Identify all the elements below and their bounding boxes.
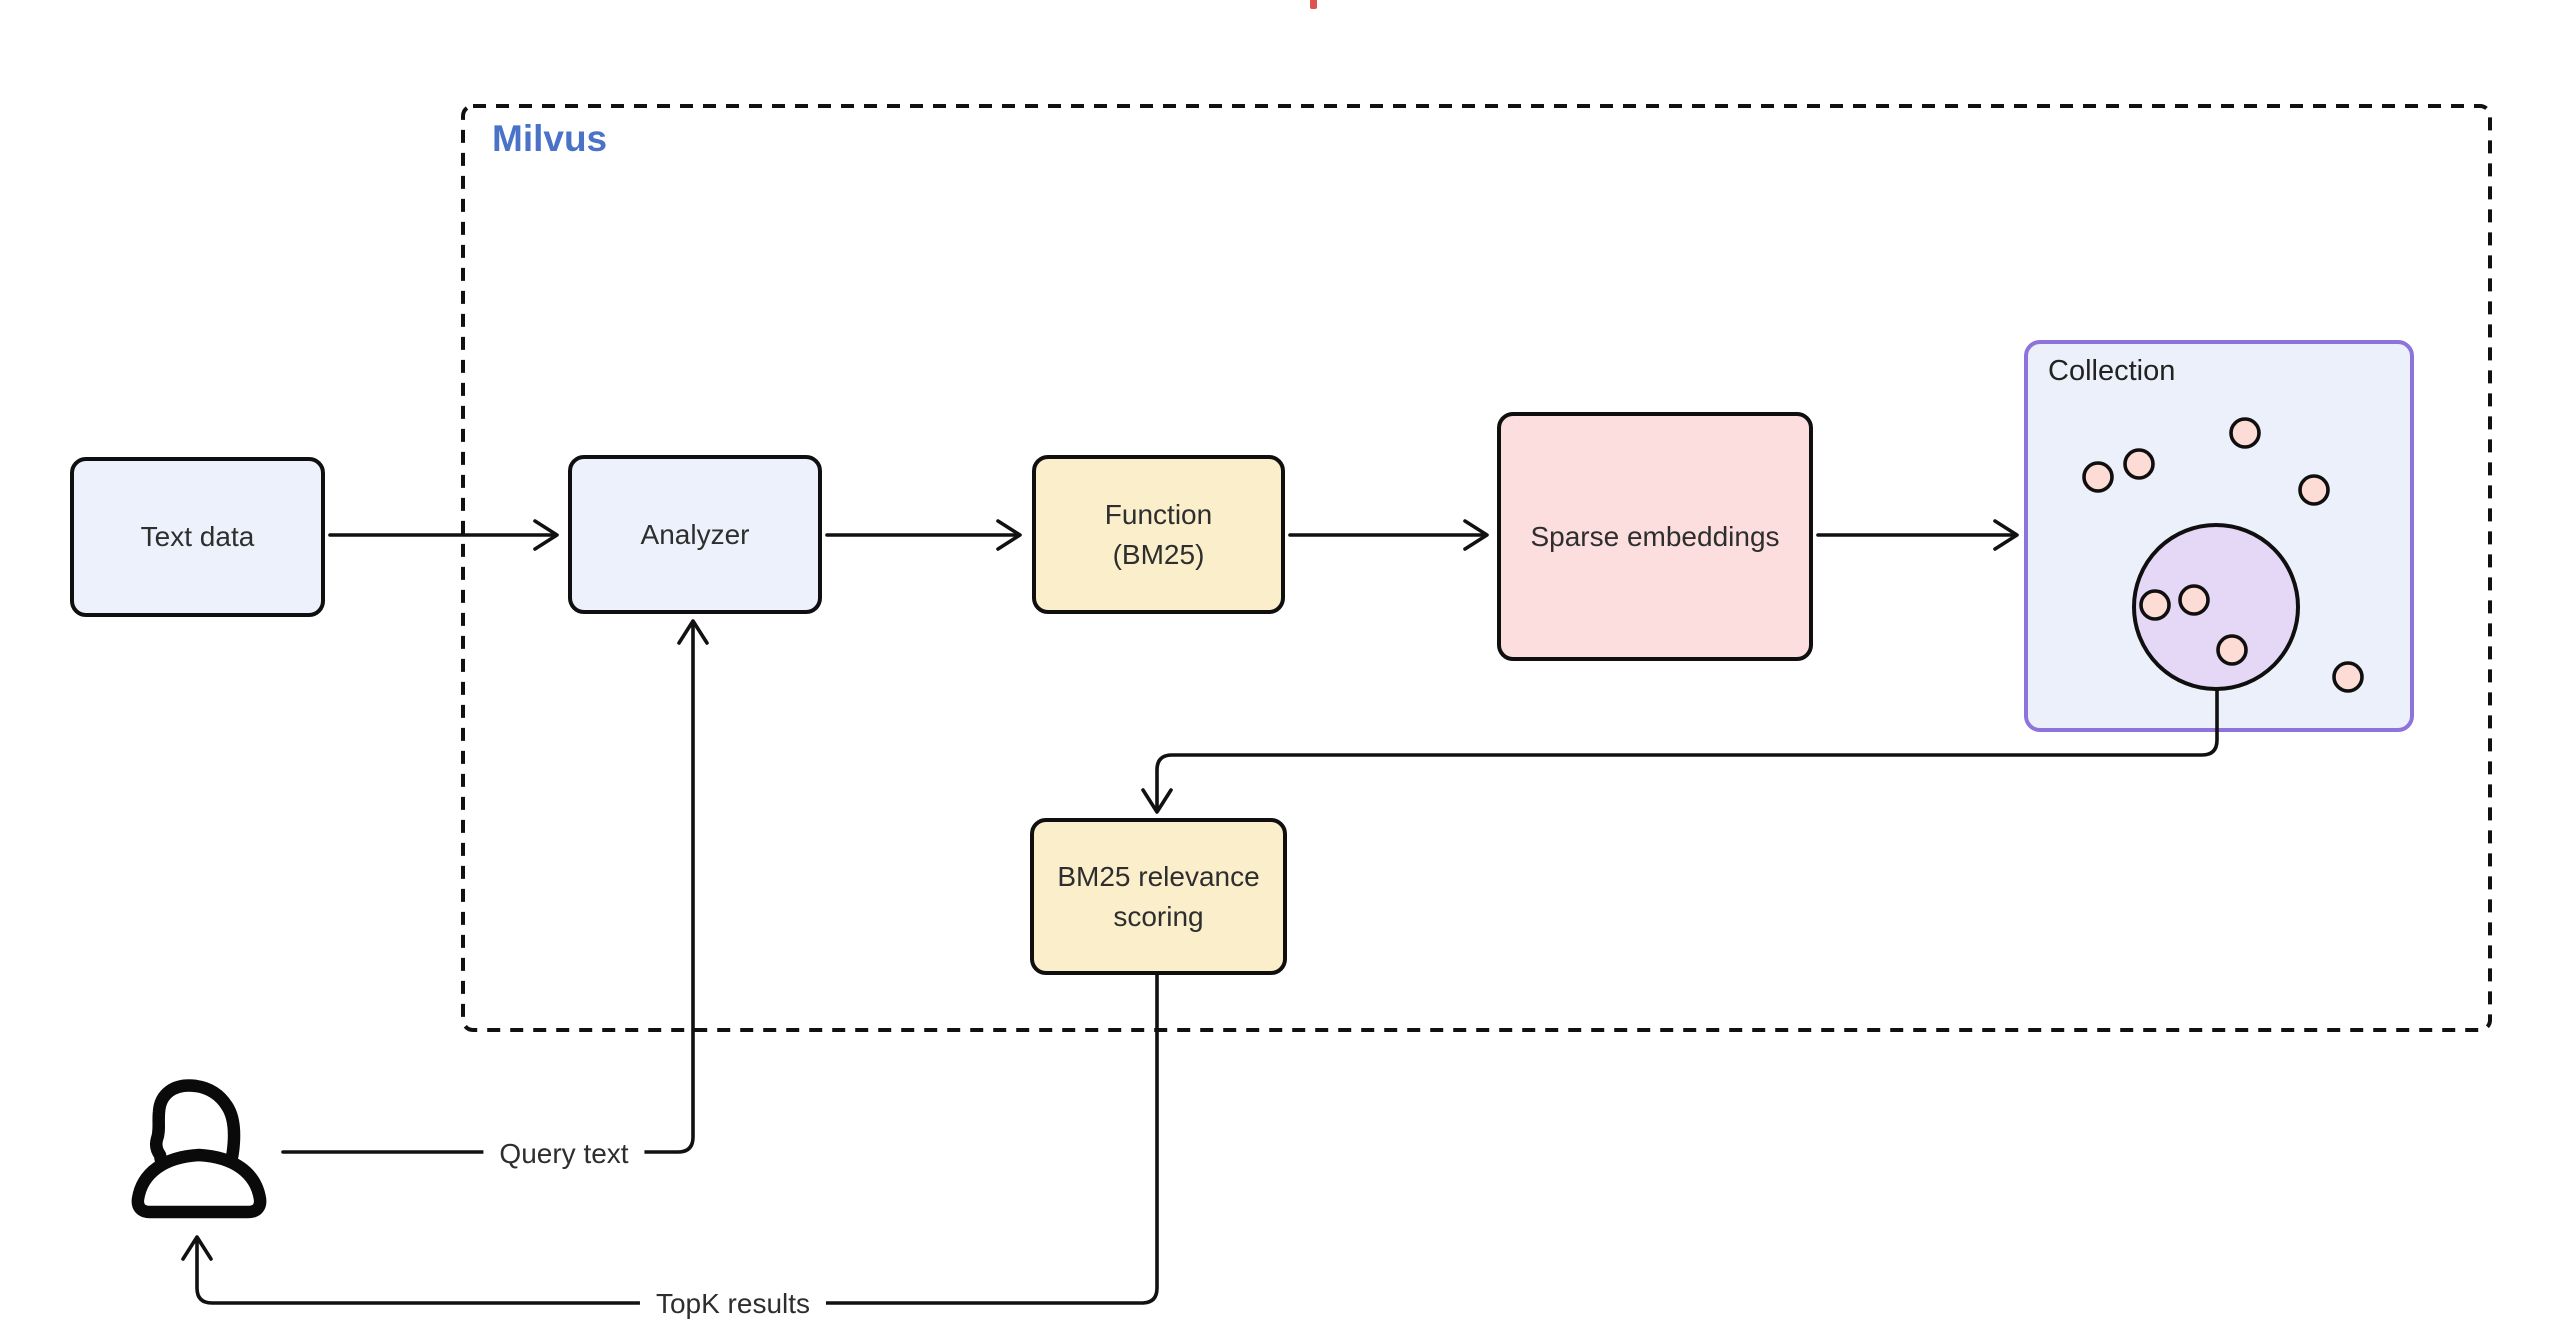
entity-dot <box>2216 634 2248 666</box>
edge-label-query-text: Query text <box>483 1136 645 1172</box>
node-function-bm25-label: Function (BM25) <box>1104 499 1213 570</box>
node-bm25-relevance-scoring: BM25 relevance scoring <box>1030 818 1287 975</box>
edge-collection-bm25scoring <box>1155 688 2219 812</box>
arrowhead-up-analyzer <box>677 619 709 645</box>
milvus-container-label: Milvus <box>492 118 608 159</box>
node-text-data-label: Text data <box>140 521 255 553</box>
arrowhead-up-person <box>181 1235 213 1261</box>
node-analyzer: Analyzer <box>568 455 822 614</box>
node-sparse-embeddings-label: Sparse embeddings <box>1530 520 1780 552</box>
entity-dot <box>2298 474 2330 506</box>
entity-dot <box>2178 584 2210 616</box>
entity-dot <box>2082 461 2114 493</box>
edge-label-topk-results: TopK results <box>639 1286 827 1322</box>
entity-dot <box>2139 589 2171 621</box>
cluster-circle <box>2132 523 2300 691</box>
edge-topk-results <box>195 973 1159 1305</box>
collection-label: Collection <box>2048 355 2176 387</box>
arrowhead-right-collection <box>1993 519 2019 551</box>
arrowhead-right-sparse <box>1463 519 1489 551</box>
arrowhead-down-bm25scoring <box>1141 788 1173 814</box>
arrowhead-right-function <box>996 519 1022 551</box>
node-sparse-embeddings: Sparse embeddings <box>1497 412 1813 661</box>
milvus-container <box>461 104 2492 1032</box>
node-analyzer-label: Analyzer <box>640 518 750 550</box>
top-red-marker <box>1310 0 1317 9</box>
node-bm25-relevance-scoring-label: BM25 relevance scoring <box>1057 861 1260 932</box>
node-function-bm25: Function (BM25) <box>1032 455 1285 614</box>
entity-dot <box>2229 417 2261 449</box>
arrowhead-right-analyzer <box>533 519 559 551</box>
edge-query-text <box>281 622 695 1154</box>
user-icon <box>131 1079 267 1219</box>
node-text-data: Text data <box>70 457 325 617</box>
entity-dot <box>2332 661 2364 693</box>
entity-dot <box>2123 448 2155 480</box>
